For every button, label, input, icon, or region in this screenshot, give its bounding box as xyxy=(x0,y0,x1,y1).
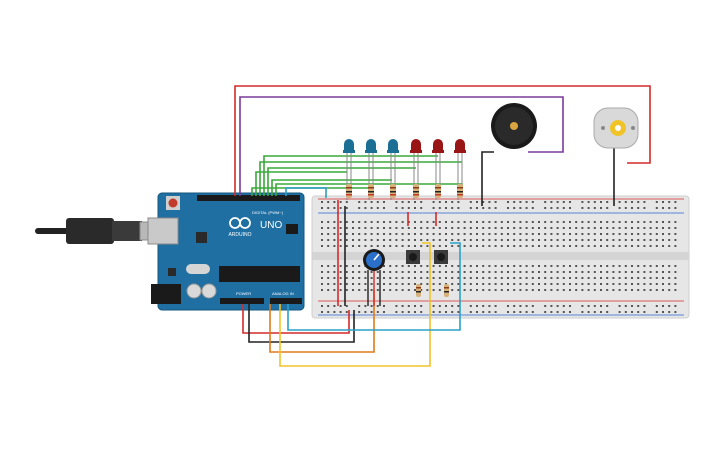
analog-header-label: ANALOG IN xyxy=(272,291,294,296)
push-button-1[interactable] xyxy=(406,250,420,264)
wire-black-buzzer[interactable] xyxy=(481,151,494,206)
atmega-chip xyxy=(219,266,300,282)
wire-red-motor[interactable] xyxy=(234,85,651,196)
wire-green-4[interactable] xyxy=(263,155,438,196)
wire-red-bottom[interactable] xyxy=(242,304,350,334)
resistor-1 xyxy=(346,184,352,198)
wire-green-3[interactable] xyxy=(259,161,462,196)
usb-port xyxy=(147,217,179,245)
piezo-buzzer-icon[interactable] xyxy=(491,103,537,149)
wire-green-5[interactable] xyxy=(267,167,416,196)
led-group[interactable] xyxy=(343,139,466,200)
wire-blue-top[interactable] xyxy=(285,187,327,198)
arduino-uno-board[interactable]: ARDUINO UNO DIGITAL (PWM~) POWER ANALOG … xyxy=(147,192,305,311)
wire-green-1[interactable] xyxy=(251,187,370,196)
power-header-label: POWER xyxy=(236,291,251,296)
push-button-2[interactable] xyxy=(434,250,448,264)
wire-purple-buzzer[interactable] xyxy=(239,96,564,196)
wire-green-2[interactable] xyxy=(255,171,347,196)
digital-header-label: DIGITAL (PWM~) xyxy=(252,210,284,215)
reset-button[interactable] xyxy=(168,198,178,208)
usb-cable-icon[interactable] xyxy=(35,218,167,244)
breadboard[interactable] xyxy=(311,195,690,319)
wire-black-bottom[interactable] xyxy=(248,304,355,343)
resistor-5 xyxy=(435,184,441,198)
resistor-2 xyxy=(368,184,374,198)
board-model-label: UNO xyxy=(260,220,282,231)
power-jack xyxy=(151,284,181,304)
board-brand-label: ARDUINO xyxy=(228,232,251,238)
breadboard-holes xyxy=(321,201,677,313)
resistor-4 xyxy=(413,184,419,198)
arduino-logo-icon xyxy=(229,217,251,229)
wire-yellow-bottom[interactable] xyxy=(279,242,431,367)
dc-motor-icon[interactable] xyxy=(593,107,639,149)
analog-header xyxy=(270,298,302,304)
wire-blue-bottom[interactable] xyxy=(287,242,461,331)
wire-green-6[interactable] xyxy=(271,179,392,196)
digital-header xyxy=(197,195,300,201)
resistor-3 xyxy=(390,184,396,198)
power-header xyxy=(220,298,264,304)
wires[interactable] xyxy=(234,85,651,367)
resistor-6 xyxy=(457,184,463,198)
resistor-group xyxy=(346,184,463,198)
wire-orange-bottom[interactable] xyxy=(269,290,375,353)
potentiometer-icon[interactable] xyxy=(363,249,385,306)
button-resistors xyxy=(416,284,449,297)
